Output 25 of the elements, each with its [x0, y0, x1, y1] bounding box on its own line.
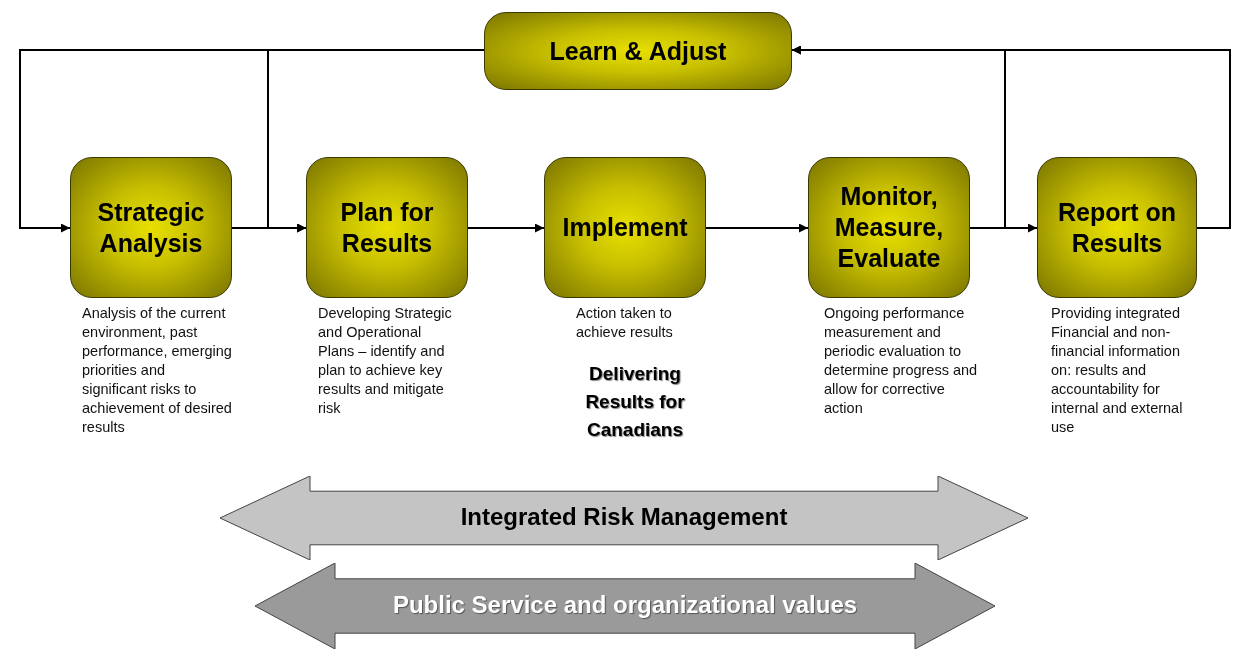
process-box	[544, 157, 706, 298]
box-title: Plan for Results	[339, 196, 435, 259]
process-box	[306, 157, 468, 298]
caption-text: Delivering Results for Canadians	[584, 362, 686, 442]
process-box	[484, 12, 792, 90]
description-text: Providing integrated Financial and non-financial information on: results and accountability for internal and external use	[1051, 304, 1184, 437]
process-box	[1037, 157, 1197, 298]
box-title: Learn & Adjust	[549, 35, 727, 67]
arrow	[467, 223, 545, 233]
process-box	[70, 157, 232, 298]
arrow	[705, 223, 809, 233]
double-arrow-band	[255, 563, 995, 649]
description-text: Developing Strategic and Operational Plans – identify and plan to achieve key results and mitigate risk	[318, 304, 453, 418]
band-label: Public Service and organizational values	[391, 591, 859, 619]
description-text: Analysis of the current environment, past performance, emerging priorities and significant risks to achievement of desired results	[82, 304, 232, 437]
double-arrow-band	[220, 476, 1028, 560]
band-label: Integrated Risk Management	[459, 503, 789, 531]
box-title: Implement	[562, 212, 688, 243]
process-box	[808, 157, 970, 298]
box-title: Monitor, Measure, Evaluate	[833, 181, 945, 274]
box-title: Report on Results	[1056, 196, 1177, 259]
description-text: Action taken to achieve results	[576, 304, 674, 342]
box-title: Strategic Analysis	[96, 196, 206, 259]
arrow	[791, 45, 1231, 229]
description-text: Ongoing performance measurement and periodic evaluation to determine progress and allow for corrective action	[824, 304, 979, 418]
